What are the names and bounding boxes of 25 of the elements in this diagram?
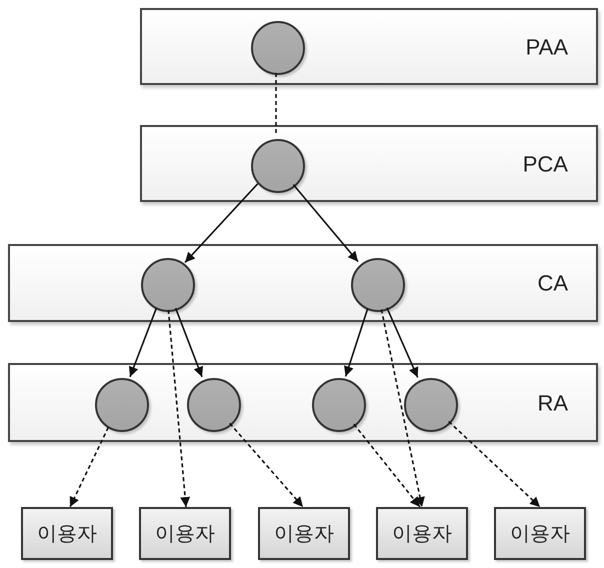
- arrow: [184, 183, 258, 263]
- layer-band: [8, 363, 598, 442]
- layer-label: CA: [537, 270, 568, 298]
- layer-band: [8, 244, 598, 322]
- dashed-arrow: [353, 424, 421, 508]
- arrow: [292, 184, 359, 262]
- dashed-arrow: [69, 426, 110, 508]
- arrow: [174, 308, 204, 378]
- user-box: 이용자: [376, 507, 468, 560]
- user-box: 이용자: [494, 507, 586, 560]
- user-box: 이용자: [139, 507, 231, 560]
- layer-label: PAA: [526, 33, 568, 61]
- layer-label: PCA: [522, 150, 568, 178]
- dashed-arrow: [448, 420, 541, 508]
- arrow: [128, 308, 158, 378]
- layer-band: [140, 8, 598, 85]
- dashed-arrow: [229, 422, 304, 508]
- user-box: 이용자: [21, 507, 113, 560]
- dashed-arrow: [168, 310, 190, 508]
- arrow: [344, 308, 368, 377]
- layer-label: RA: [537, 389, 568, 417]
- dashed-arrow: [380, 309, 425, 508]
- layer-band: [140, 125, 598, 202]
- user-box: 이용자: [258, 507, 350, 560]
- arrow: [386, 307, 418, 378]
